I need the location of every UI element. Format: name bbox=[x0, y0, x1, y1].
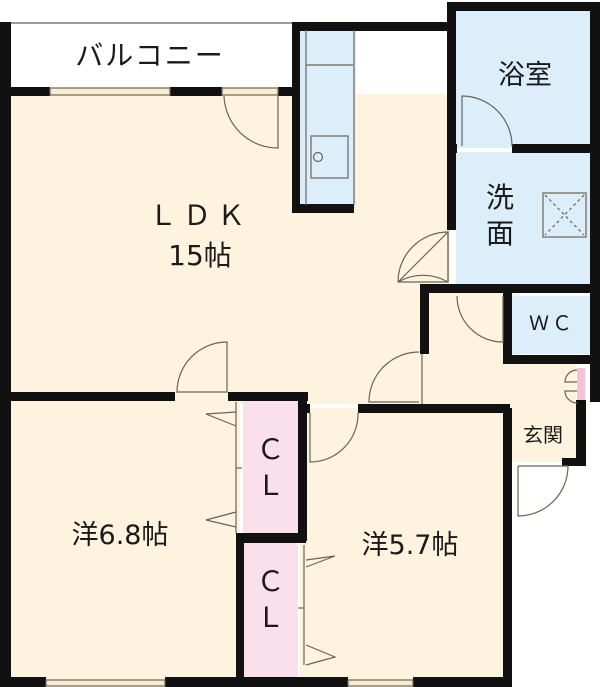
wall-ldk-top-right bbox=[278, 87, 294, 96]
wall-left bbox=[0, 22, 11, 687]
balcony-label: バルコニー bbox=[75, 39, 225, 72]
closet-2[interactable] bbox=[243, 543, 298, 680]
washroom-label-1: 洗 bbox=[485, 181, 514, 214]
wall-entrance-right bbox=[576, 400, 586, 466]
wall-wc-bottom bbox=[503, 355, 598, 364]
wall-ldk-top-left bbox=[0, 87, 50, 96]
wc-label: ＷＣ bbox=[529, 311, 575, 335]
wall-hall-left bbox=[420, 284, 429, 354]
wall-wc-left bbox=[503, 292, 512, 364]
wall-ldk-bottom-left bbox=[0, 392, 175, 401]
wall-ldk-bottom-right bbox=[358, 404, 510, 413]
wall-bottom-mid bbox=[165, 677, 301, 687]
wall-bath-outer-top bbox=[447, 2, 600, 11]
ldk-room[interactable] bbox=[10, 94, 450, 404]
wall-bottom-mid2 bbox=[300, 677, 348, 687]
wall-kitchen-bottom bbox=[292, 204, 354, 213]
closet-1-label-l: Ｌ bbox=[256, 469, 285, 502]
wall-ldk-bottom-mid bbox=[228, 392, 308, 401]
entrance-shoe-closet bbox=[577, 368, 585, 404]
washroom[interactable] bbox=[456, 152, 592, 286]
western-room-2[interactable] bbox=[300, 408, 505, 680]
wall-closet-divider bbox=[236, 533, 306, 543]
wall-bottom-left bbox=[0, 677, 46, 687]
wall-closet-left-lower bbox=[236, 533, 244, 687]
wall-bottom-right bbox=[413, 677, 512, 687]
balcony bbox=[10, 22, 294, 90]
ldk-label: ＬＤＫ bbox=[148, 199, 251, 232]
closet-1[interactable] bbox=[243, 400, 298, 535]
wall-ldk-top-mid bbox=[170, 87, 222, 96]
western-room-2-label: 洋5.7帖 bbox=[361, 530, 459, 561]
ldk-size-label: 15帖 bbox=[168, 239, 232, 272]
wall-bath-outer-right bbox=[590, 2, 600, 402]
washroom-label-2: 面 bbox=[485, 217, 514, 250]
wc-room[interactable] bbox=[512, 296, 592, 354]
wall-bath-wash-divider bbox=[512, 144, 598, 153]
wall-closet-right-upper bbox=[298, 396, 307, 541]
wall-room2-right bbox=[503, 408, 512, 687]
bath-label: 浴室 bbox=[498, 60, 552, 91]
wall-bath-wash-stub bbox=[447, 144, 457, 153]
closet-2-label-c: Ｃ bbox=[256, 565, 285, 598]
western-room-1-label: 洋6.8帖 bbox=[71, 520, 169, 551]
wall-entrance-bottom bbox=[562, 458, 586, 466]
wall-bath-left bbox=[447, 2, 456, 230]
bath-room[interactable] bbox=[456, 8, 592, 148]
closet-2-label-l: Ｌ bbox=[256, 601, 285, 634]
closet-1-label-c: Ｃ bbox=[256, 433, 285, 466]
entrance-label: 玄関 bbox=[523, 423, 563, 447]
wall-balcony-right bbox=[292, 22, 300, 212]
wall-wash-bottom bbox=[420, 284, 598, 293]
western-room-1[interactable] bbox=[10, 400, 240, 680]
wall-kitchen-top bbox=[292, 22, 452, 31]
